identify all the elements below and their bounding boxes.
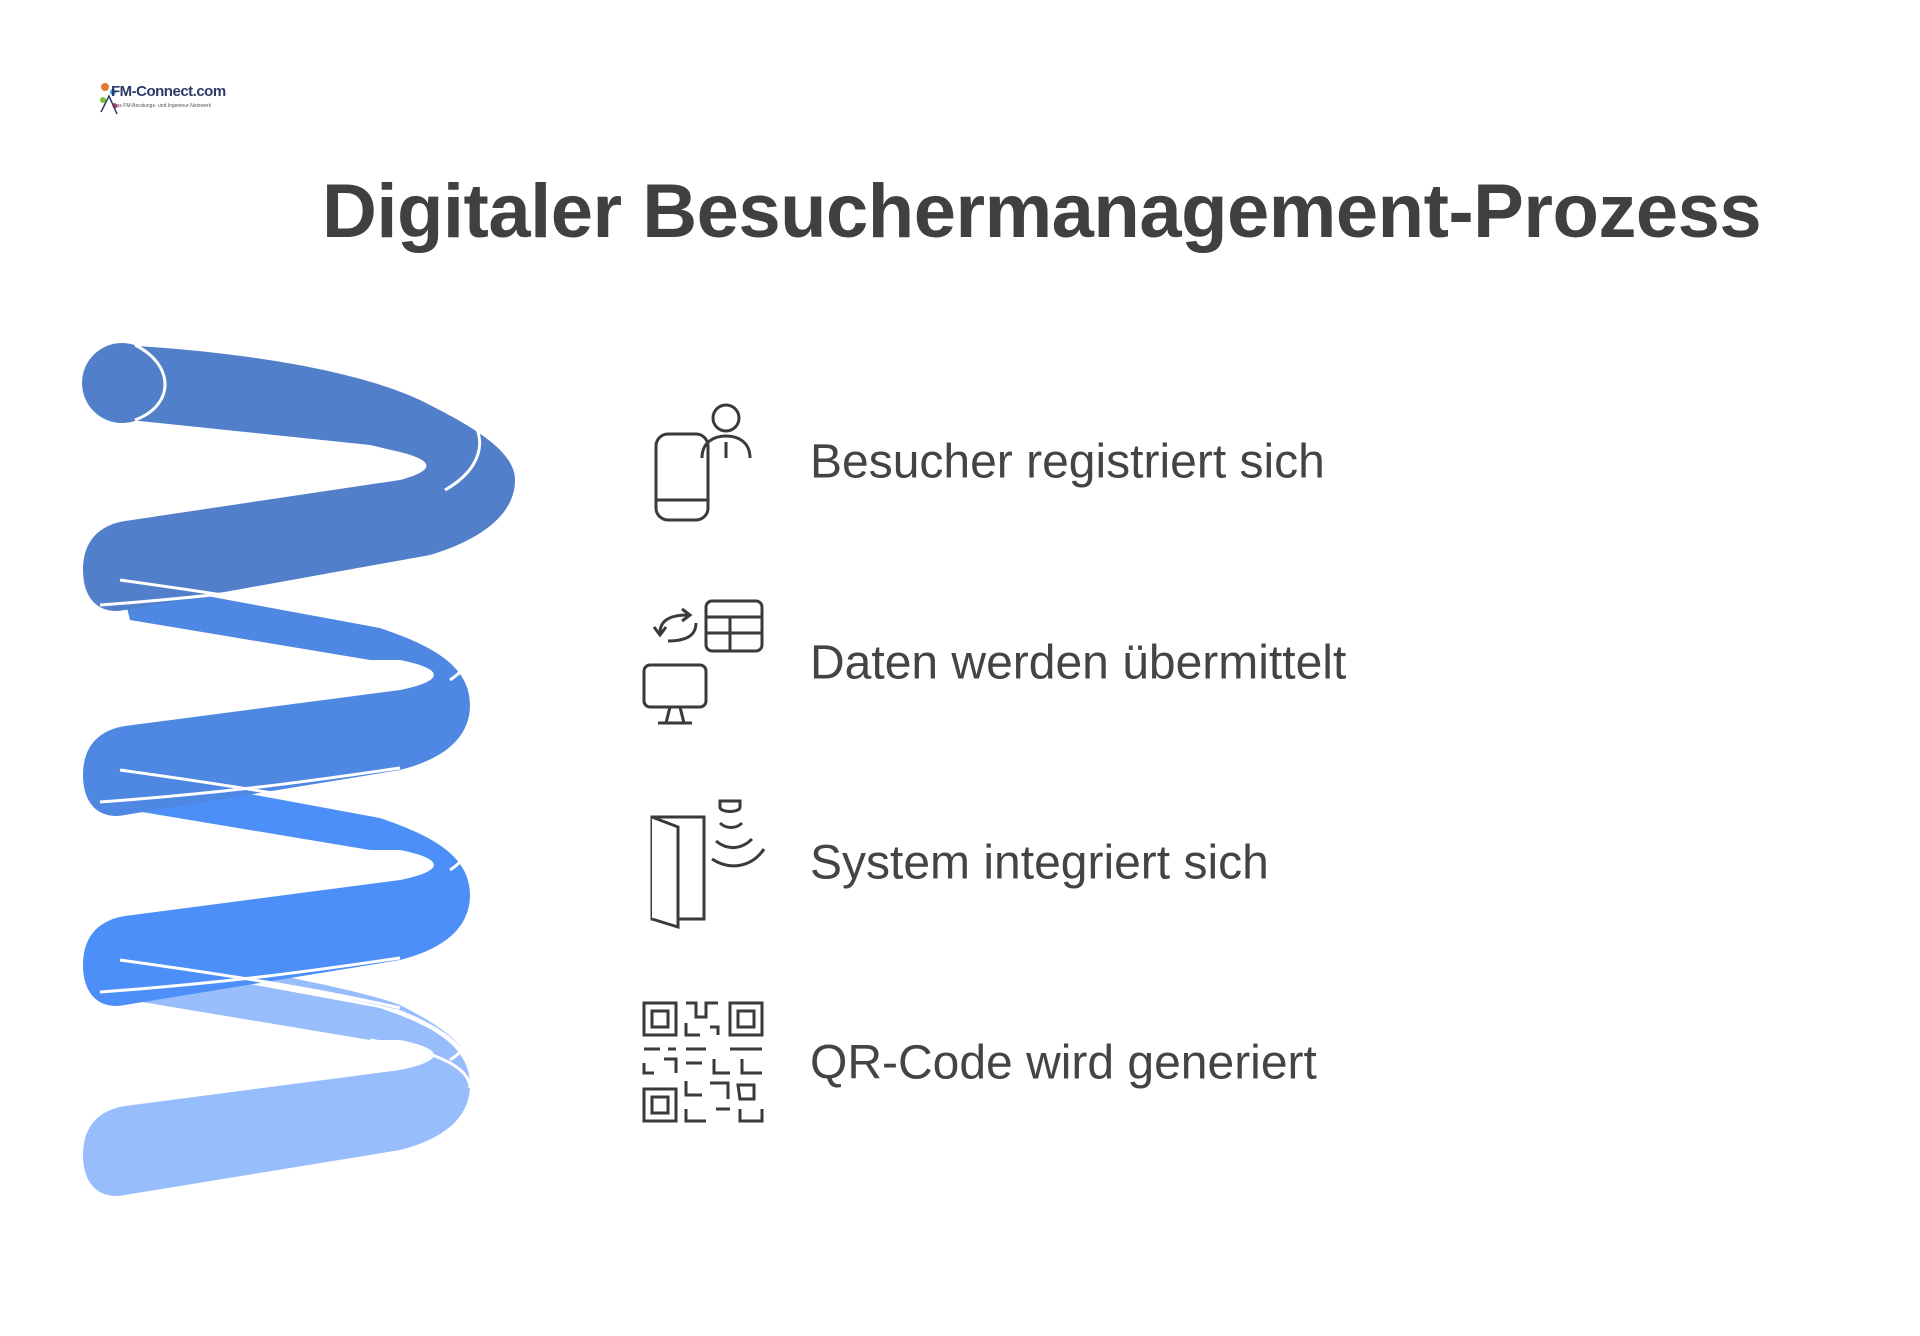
phone-user-icon — [654, 403, 752, 522]
data-transfer-icon — [642, 599, 764, 725]
door-sensor-icon — [650, 799, 766, 930]
step-3: System integriert sich — [630, 793, 1530, 933]
step-4-label: QR-Code wird generiert — [810, 1036, 1317, 1090]
fm-connect-logo: FM-Connect.com Das FM-Beratungs- und Ing… — [95, 78, 226, 120]
step-2-label: Daten werden übermittelt — [810, 636, 1347, 690]
step-1: Besucher registriert sich — [630, 392, 1530, 532]
coil-segment-3 — [83, 770, 470, 1006]
qr-code-icon — [642, 1001, 764, 1123]
coil-segment-2 — [83, 580, 470, 816]
step-4: QR-Code wird generiert — [630, 993, 1530, 1133]
coil-segment-4 — [83, 950, 472, 1196]
step-1-label: Besucher registriert sich — [810, 435, 1325, 489]
logo-subtext: Das FM-Beratungs- und Ingenieur-Netzwerk — [113, 103, 212, 109]
page-title: Digitaler Besuchermanagement-Prozess — [322, 169, 1762, 254]
step-3-label: System integriert sich — [810, 836, 1269, 890]
coil-segment-1 — [82, 343, 515, 611]
logo-text: FM-Connect.com — [111, 83, 226, 100]
spiral-coil — [82, 343, 515, 1196]
logo-figure-icon — [100, 83, 118, 115]
step-2: Daten werden übermittelt — [630, 593, 1530, 733]
